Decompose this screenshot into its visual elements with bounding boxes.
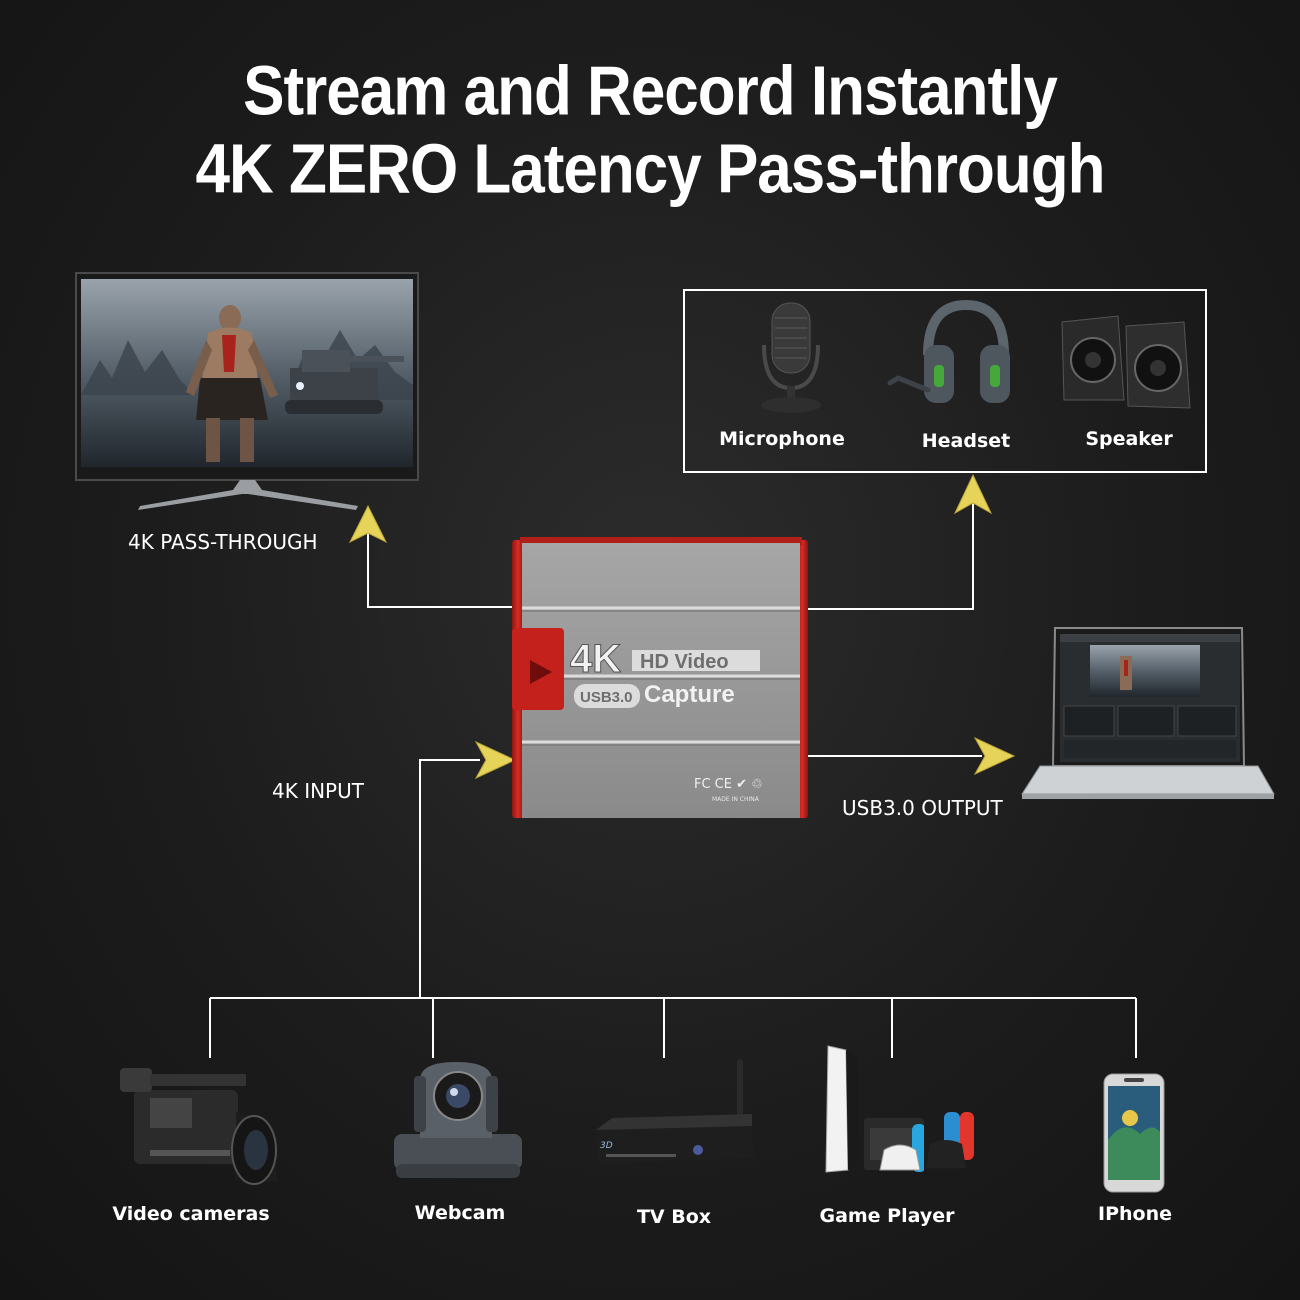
- capture-text: Capture: [644, 681, 735, 708]
- game-console-icon: [825, 1045, 974, 1173]
- webcam-icon: [394, 1062, 522, 1178]
- pass-through-line: [367, 532, 512, 608]
- capture-hd-video-text: HD Video: [640, 651, 729, 673]
- iphone-icon: [1103, 1073, 1165, 1193]
- audio-line: [808, 500, 974, 610]
- capture-made-in: MADE IN CHINA: [712, 796, 760, 803]
- connection-lines: [209, 500, 1137, 1058]
- arrow-right-input: [474, 740, 517, 780]
- capture-cert-marks: FC CE ✔ ♲: [694, 777, 763, 792]
- microphone-icon: [761, 302, 821, 413]
- arrow-up-pass-through: [348, 504, 388, 544]
- speaker-icon: [1061, 315, 1191, 409]
- tv-box-icon: 3D: [596, 1059, 754, 1164]
- capture-device: 4K HD Video USB3.0 Capture FC CE ✔ ♲ MAD…: [512, 537, 808, 818]
- warrior-figure: [186, 305, 278, 462]
- video-camera-icon: [120, 1068, 278, 1185]
- output-label: USB3.0 OUTPUT: [842, 796, 1003, 820]
- tank-figure: [285, 350, 404, 414]
- arrow-right-output: [973, 736, 1016, 776]
- webcam-label: Webcam: [414, 1202, 506, 1224]
- arrow-up-audio: [953, 473, 993, 515]
- microphone-label: Microphone: [719, 428, 845, 450]
- input-line: [419, 759, 480, 998]
- laptop-icon: [1021, 627, 1275, 799]
- iphone-label: IPhone: [1098, 1203, 1172, 1225]
- tv-icon: [75, 272, 419, 510]
- video-cameras-label: Video cameras: [112, 1203, 270, 1225]
- input-label: 4K INPUT: [272, 779, 364, 803]
- capture-4k-badge: 4K: [570, 637, 621, 681]
- headset-label: Headset: [921, 430, 1011, 452]
- headline-line-1: Stream and Record Instantly: [243, 52, 1058, 131]
- capture-usb-text: USB3.0: [580, 689, 633, 706]
- pass-through-label: 4K PASS-THROUGH: [128, 530, 318, 554]
- headline-line-2: 4K ZERO Latency Pass-through: [195, 130, 1105, 209]
- audio-device-box: [683, 289, 1207, 473]
- headset-icon: [887, 299, 1010, 403]
- tv-box-label: TV Box: [636, 1206, 712, 1228]
- speaker-label: Speaker: [1085, 428, 1173, 450]
- arrow-heads: [348, 473, 1016, 780]
- svg-text:3D: 3D: [600, 1141, 613, 1151]
- game-player-label: Game Player: [819, 1205, 955, 1227]
